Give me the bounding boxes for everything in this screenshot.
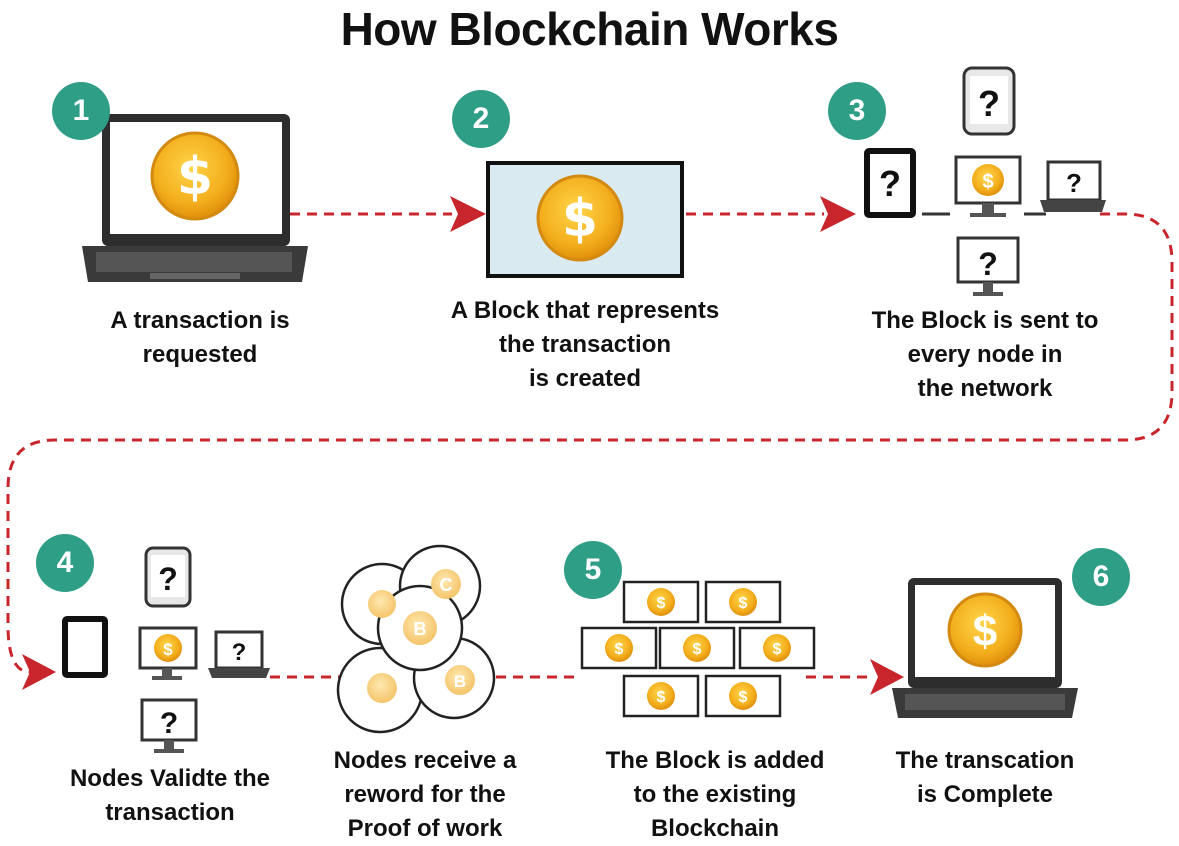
coins-reward-icon: C B B xyxy=(336,544,496,734)
dollar-glyph: $ xyxy=(562,189,598,249)
dollar-glyph: $ xyxy=(982,171,993,193)
connector-arrowheads xyxy=(22,196,904,695)
dollar-glyph: $ xyxy=(973,607,997,656)
dollar-glyph: $ xyxy=(615,641,624,658)
unknown-glyph: ? xyxy=(158,561,178,597)
bitcoin-glyph: B xyxy=(454,672,466,691)
step-badge-3: 3 xyxy=(828,82,886,140)
chain-block-coin xyxy=(605,634,633,662)
step-badge-2: 2 xyxy=(452,90,510,148)
bitcoin-glyph: B xyxy=(414,619,427,639)
step-badge-4: 4 xyxy=(36,534,94,592)
block-coin-icon: $ xyxy=(486,161,684,278)
network-nodes-icon: ? ? $ ? ? xyxy=(864,66,1106,296)
chain-block-coin xyxy=(729,682,757,710)
unknown-glyph: ? xyxy=(978,246,998,282)
step-badge-6: 6 xyxy=(1072,548,1130,606)
blockchain-blocks-icon: $ $ $ $ $ $ $ xyxy=(580,580,816,718)
unknown-glyph: ? xyxy=(879,163,901,204)
laptop-coin-icon: $ xyxy=(892,578,1078,718)
coin-c-glyph: C xyxy=(440,575,453,595)
chain-block-coin xyxy=(683,634,711,662)
step-badge-1: 1 xyxy=(52,82,110,140)
chain-block-coin xyxy=(763,634,791,662)
dollar-glyph: $ xyxy=(163,640,173,659)
unknown-glyph: ? xyxy=(1066,168,1082,198)
dollar-glyph: $ xyxy=(657,595,666,612)
chain-block-coin xyxy=(729,588,757,616)
step-badge-5: 5 xyxy=(564,541,622,599)
unknown-glyph: ? xyxy=(232,639,247,666)
chain-block-coin xyxy=(647,682,675,710)
laptop-coin-icon: $ xyxy=(82,114,308,282)
unknown-glyph: ? xyxy=(160,707,178,740)
dollar-glyph: $ xyxy=(773,641,782,658)
dollar-glyph: $ xyxy=(177,147,213,207)
chain-block-coin xyxy=(647,588,675,616)
dollar-glyph: $ xyxy=(739,595,748,612)
network-nodes-icon: ? $ ? ? xyxy=(62,546,270,753)
dollar-glyph: $ xyxy=(657,689,666,706)
unknown-glyph: ? xyxy=(978,83,1000,124)
dollar-glyph: $ xyxy=(693,641,702,658)
connector-lines xyxy=(6,212,1174,679)
dollar-glyph: $ xyxy=(739,689,748,706)
page-title: How Blockchain Works xyxy=(340,3,839,55)
